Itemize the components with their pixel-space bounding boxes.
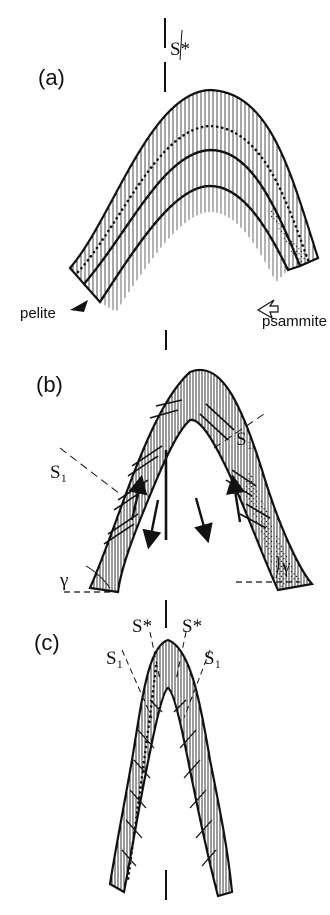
- gamma-label-right: γ: [281, 556, 290, 577]
- shear-arrow-left-down: [150, 500, 158, 540]
- panel-label-c: (c): [34, 630, 60, 655]
- s1-label-left: S₁: [50, 462, 67, 483]
- panel-a: (a) S* pelite psammite: [20, 18, 327, 330]
- psammite-label: psammite: [262, 313, 327, 330]
- shear-arrow-right-down: [196, 498, 206, 534]
- pelite-arrow-icon: [70, 300, 88, 312]
- panel-c: (c) S* S* S₁ S₁: [34, 600, 232, 910]
- s1-label-right: S₁: [236, 429, 253, 450]
- s-star-label-c-right: S*: [182, 616, 202, 637]
- panel-label-a: (a): [38, 65, 65, 90]
- s1-label-c-left: S₁: [106, 648, 123, 669]
- panel-label-b: (b): [36, 372, 63, 397]
- pelite-label: pelite: [20, 305, 56, 322]
- s-star-label-c-left: S*: [132, 616, 152, 637]
- panel-b: (b) S₁ S₁ γ γ: [36, 330, 312, 592]
- s1-label-c-right: S₁: [204, 648, 221, 669]
- s1-trace-left: [60, 448, 120, 494]
- gamma-label-left: γ: [59, 570, 68, 591]
- s-star-label-a: S*: [170, 39, 190, 60]
